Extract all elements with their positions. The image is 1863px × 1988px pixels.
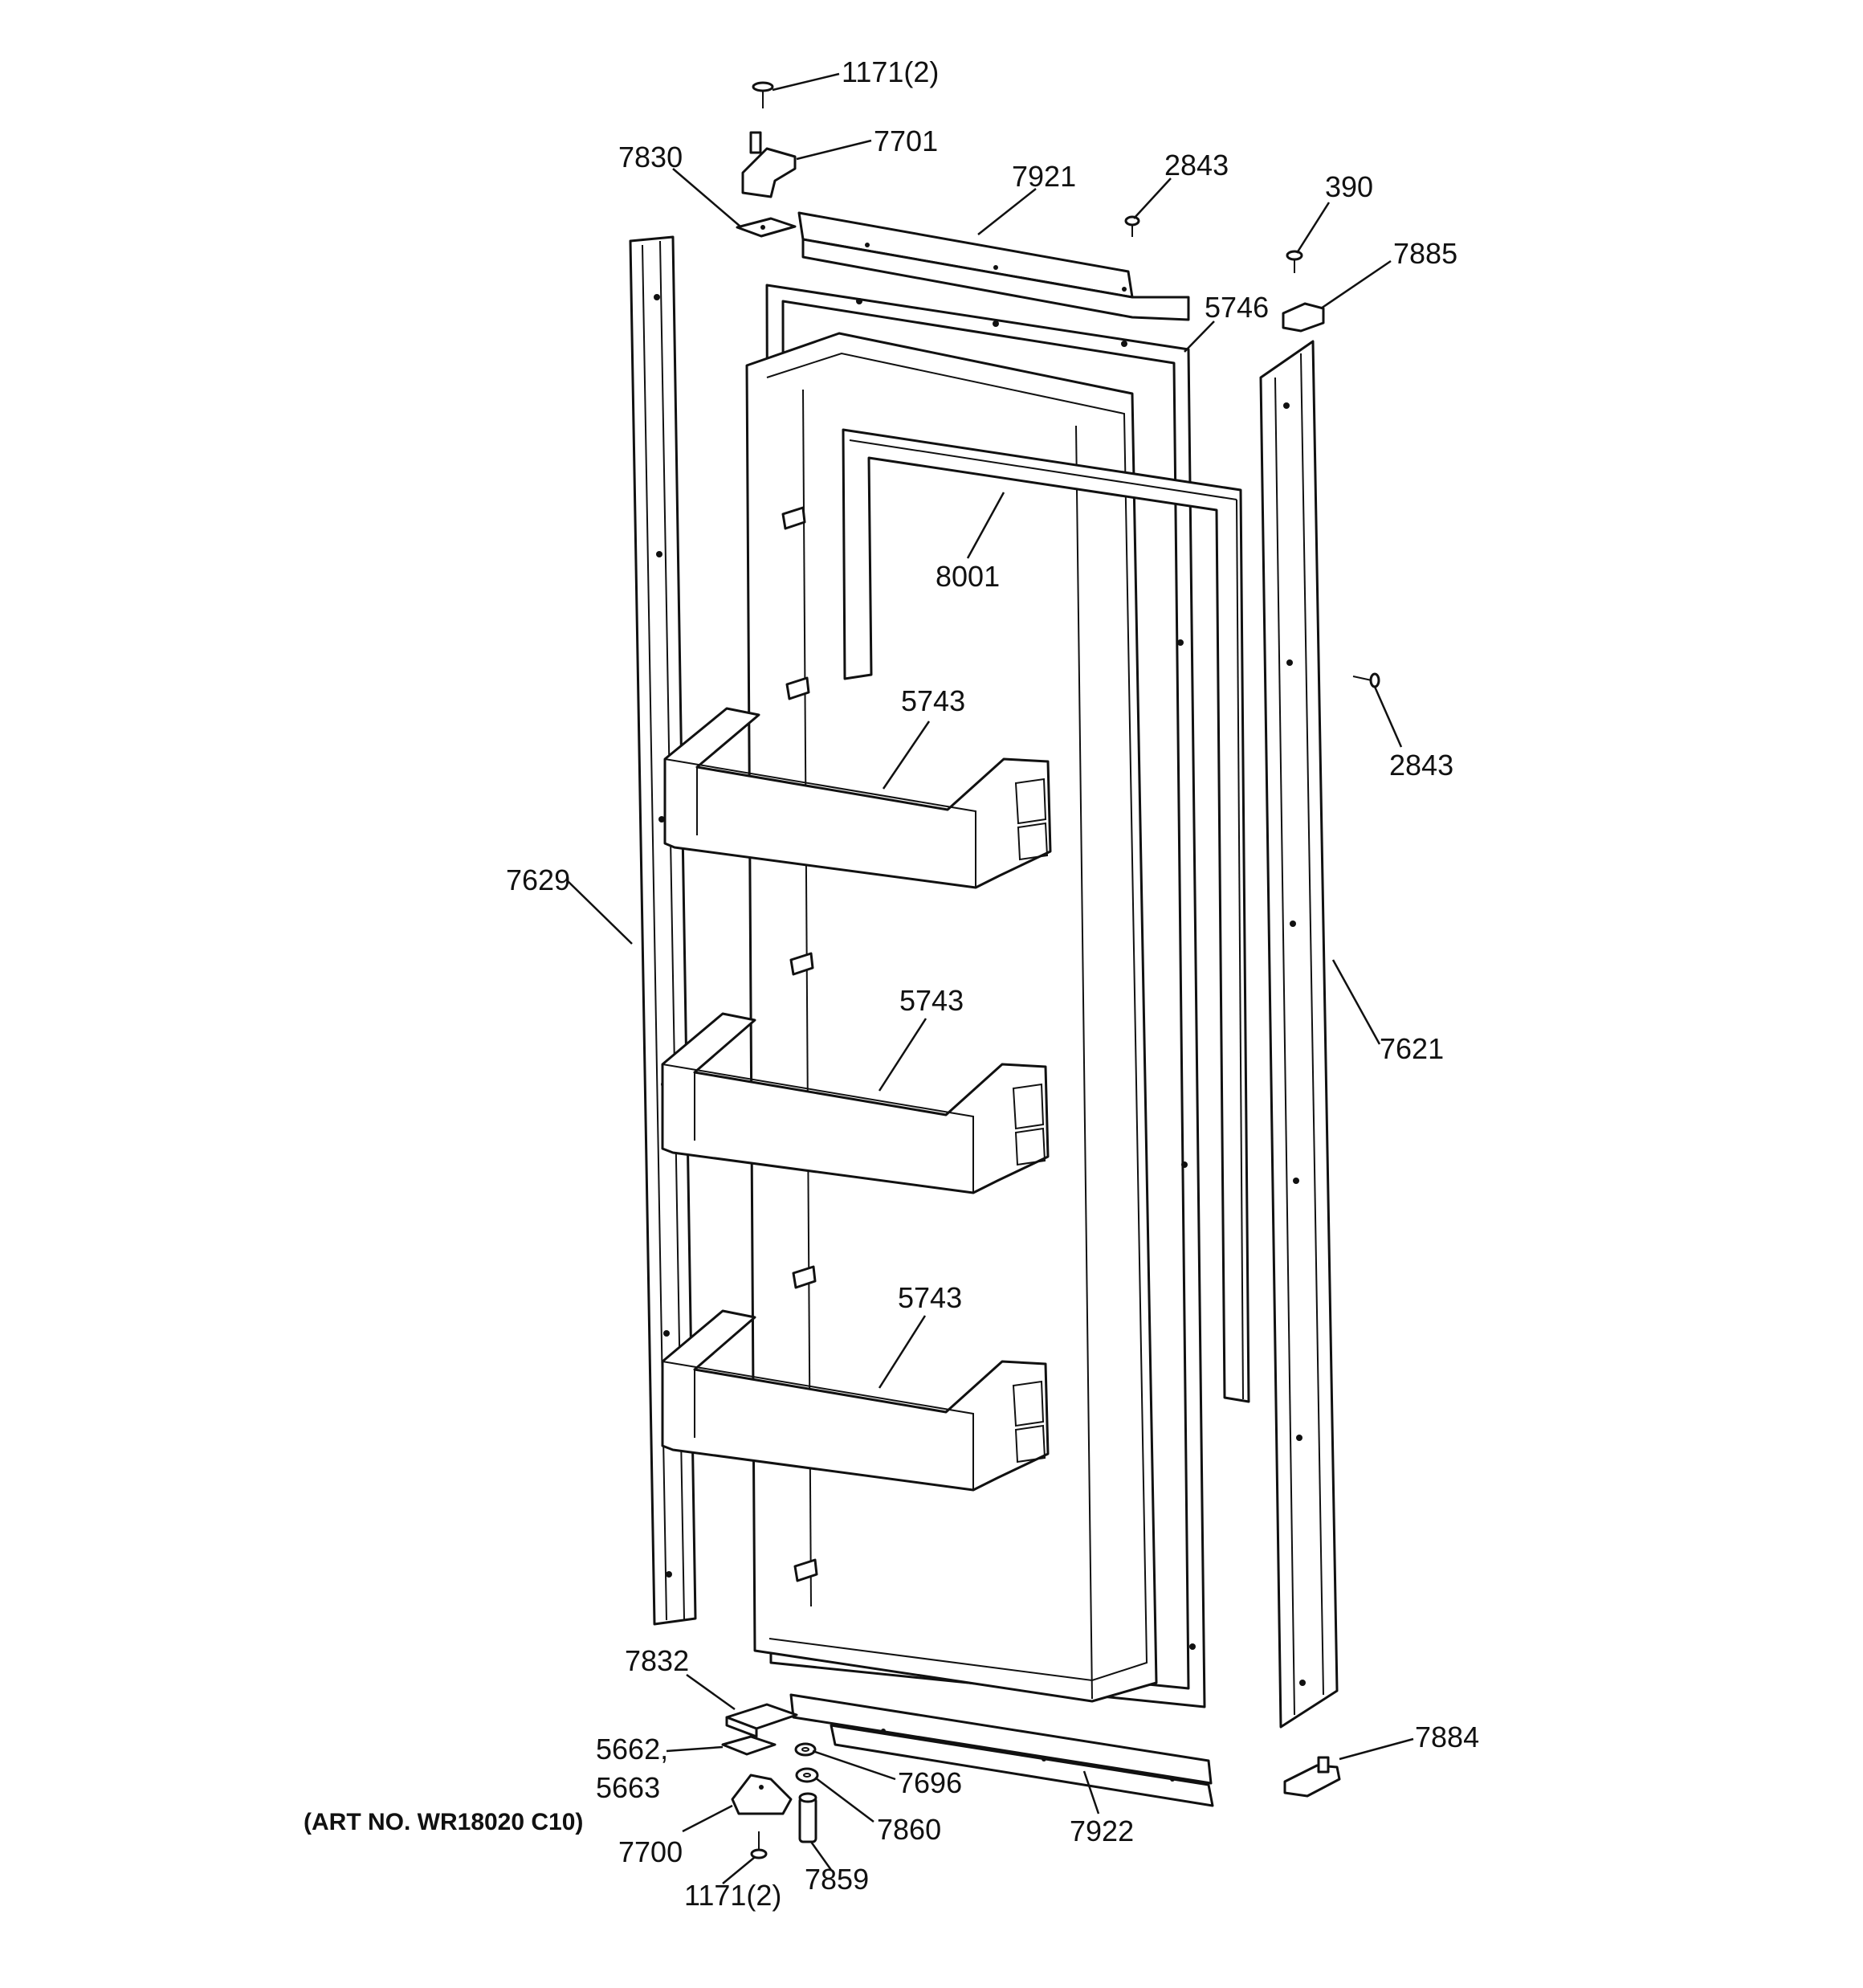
door-bin-5743-bottom bbox=[661, 1309, 1050, 1492]
label-1171-bottom: 1171(2) bbox=[684, 1879, 781, 1912]
screw-2843-side bbox=[1352, 672, 1380, 688]
bottom-end-cap-7922 bbox=[789, 1693, 1214, 1807]
label-7921: 7921 bbox=[1012, 160, 1076, 193]
door-gasket-8001 bbox=[842, 428, 1250, 1403]
label-5743-middle: 5743 bbox=[899, 984, 964, 1017]
label-390: 390 bbox=[1325, 170, 1373, 203]
label-2843-top: 2843 bbox=[1164, 149, 1229, 182]
washer-7696 bbox=[794, 1742, 817, 1757]
shim-5662-5663 bbox=[721, 1735, 777, 1756]
label-7860: 7860 bbox=[877, 1813, 941, 1846]
leader-lines bbox=[565, 72, 1414, 1884]
label-7884: 7884 bbox=[1415, 1721, 1479, 1753]
pivot-pin-7859 bbox=[798, 1792, 817, 1843]
hinge-bracket-7884 bbox=[1283, 1756, 1341, 1798]
left-door-trim-7629 bbox=[629, 235, 697, 1626]
label-7621: 7621 bbox=[1380, 1032, 1444, 1065]
hinge-bracket-7885 bbox=[1282, 302, 1325, 333]
screw-390 bbox=[1286, 250, 1303, 273]
label-5743-bottom: 5743 bbox=[898, 1281, 962, 1314]
label-7701: 7701 bbox=[874, 125, 938, 157]
label-7885: 7885 bbox=[1393, 237, 1457, 270]
art-number: (ART NO. WR18020 C10) bbox=[304, 1809, 583, 1835]
label-7922: 7922 bbox=[1070, 1815, 1134, 1847]
label-7696: 7696 bbox=[898, 1766, 962, 1799]
label-1171-top: 1171(2) bbox=[842, 55, 939, 88]
callout-labels: 1171(2) 7701 7830 7921 2843 390 7885 574… bbox=[304, 55, 1479, 1912]
hinge-shim-7832 bbox=[725, 1703, 798, 1738]
top-end-cap-7921 bbox=[797, 211, 1190, 321]
screw-1171-top bbox=[752, 81, 774, 108]
door-bin-5743-top bbox=[663, 707, 1052, 889]
right-door-trim-7621 bbox=[1259, 340, 1339, 1729]
door-bin-5743-middle bbox=[661, 1012, 1050, 1194]
washer-7860 bbox=[795, 1767, 819, 1783]
bottom-hinge-7700 bbox=[731, 1774, 793, 1815]
label-7700: 7700 bbox=[618, 1835, 683, 1868]
label-8001: 8001 bbox=[936, 560, 1000, 593]
label-7832: 7832 bbox=[625, 1644, 689, 1677]
label-5746: 5746 bbox=[1205, 291, 1269, 324]
top-hinge-7701 bbox=[741, 131, 797, 198]
label-7830: 7830 bbox=[618, 141, 683, 173]
label-2843-side: 2843 bbox=[1389, 749, 1453, 782]
label-5743-top: 5743 bbox=[901, 684, 965, 717]
label-5663: 5663 bbox=[596, 1771, 660, 1804]
screw-2843-top bbox=[1124, 215, 1140, 237]
label-7629: 7629 bbox=[506, 863, 570, 896]
label-7859: 7859 bbox=[805, 1863, 869, 1896]
screw-1171-bottom bbox=[750, 1831, 768, 1859]
hinge-shim-7830 bbox=[736, 217, 797, 238]
door-liner bbox=[745, 332, 1158, 1703]
label-5662: 5662, bbox=[596, 1733, 668, 1766]
